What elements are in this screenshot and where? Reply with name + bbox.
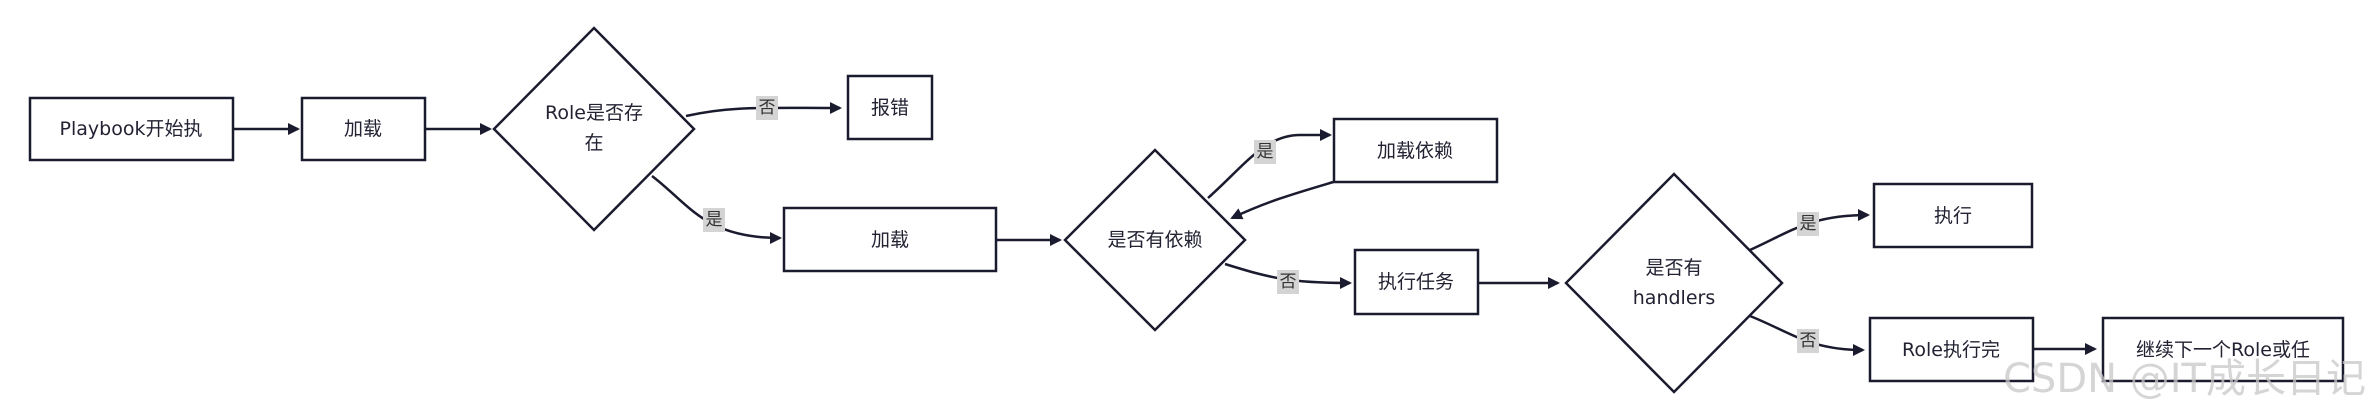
node-load-deps: [1332, 117, 1499, 184]
edge-role-load2: [651, 175, 782, 244]
node-has-deps-label: 是否有依赖: [1107, 229, 1202, 251]
node-has-handlers-label-line2: handlers: [1633, 287, 1715, 309]
node-load2: [782, 206, 998, 273]
node-has-handlers: [1564, 172, 1784, 394]
watermark: CSDN @IT成长日记: [2003, 356, 2366, 402]
node-error-label: 报错: [871, 97, 909, 119]
node-role-exists: [492, 26, 696, 232]
node-run-tasks: [1353, 248, 1480, 316]
node-role-done: [1868, 316, 2035, 383]
node-execute-label: 执行: [1934, 205, 1972, 227]
node-start: [28, 96, 235, 162]
edge-label-yes-handlers: 是: [1800, 214, 1817, 234]
edge-role-error: [685, 101, 842, 118]
edge-loaddeps-deps: [1230, 178, 1341, 220]
node-continue: [2101, 316, 2345, 383]
node-execute: [1872, 182, 2034, 249]
node-role-done-label: Role执行完: [1902, 339, 2000, 361]
node-run-tasks-label: 执行任务: [1378, 271, 1454, 293]
edge-label-no-handlers: 否: [1800, 331, 1817, 351]
node-role-exists-label-line2: 在: [584, 132, 603, 154]
node-load1-label: 加载: [344, 118, 382, 140]
edge-label-no-role-error: 否: [759, 98, 776, 118]
node-load1: [300, 96, 427, 162]
edge-label-yes-role-load2: 是: [706, 210, 723, 230]
node-error: [846, 74, 934, 141]
edge-label-yes-deps: 是: [1257, 142, 1274, 162]
node-load-deps-label: 加载依赖: [1377, 140, 1453, 162]
node-role-exists-label-line1: Role是否存: [545, 102, 643, 124]
node-has-handlers-label-line1: 是否有: [1645, 257, 1702, 279]
node-continue-label: 继续下一个Role或任: [2136, 339, 2310, 361]
edge-label-no-deps: 否: [1280, 272, 1297, 292]
node-start-label: Playbook开始执: [60, 118, 203, 140]
node-load2-label: 加载: [871, 229, 909, 251]
node-has-deps: [1063, 148, 1247, 332]
